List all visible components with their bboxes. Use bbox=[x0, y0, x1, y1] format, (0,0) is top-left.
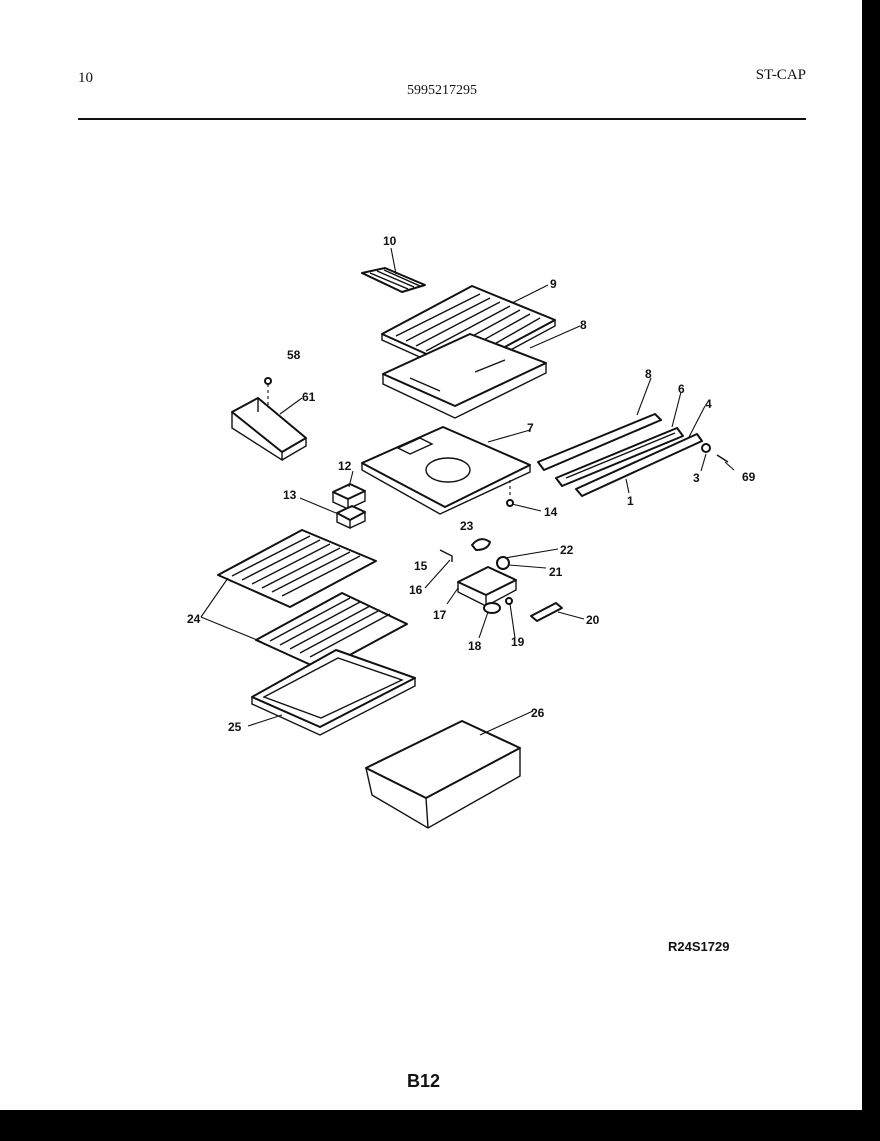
part-24-shelf-upper bbox=[217, 529, 377, 608]
part-10-grille bbox=[361, 267, 426, 293]
part-18-washer bbox=[483, 602, 501, 614]
callout-61: 61 bbox=[302, 390, 316, 404]
part-8-rail bbox=[537, 413, 662, 471]
callout-16: 16 bbox=[409, 583, 423, 597]
callout-12: 12 bbox=[338, 459, 352, 473]
callout-10: 10 bbox=[383, 234, 397, 248]
header-rule bbox=[78, 118, 806, 120]
part-21-dial bbox=[496, 556, 510, 570]
part-58-screw bbox=[264, 377, 272, 385]
page-label: B12 bbox=[407, 1071, 441, 1091]
callout-labels: 10 9 8 58 61 8 6 4 7 12 13 3 69 1 14 23 … bbox=[187, 234, 756, 734]
part-69-clip bbox=[716, 454, 729, 463]
part-61-bracket bbox=[231, 397, 307, 462]
part-19-screw bbox=[505, 597, 513, 605]
callout-26: 26 bbox=[531, 706, 545, 720]
callout-69: 69 bbox=[742, 470, 756, 484]
section-code: ST-CAP bbox=[755, 67, 806, 83]
callout-19: 19 bbox=[511, 635, 525, 649]
part-8-tray bbox=[382, 333, 547, 419]
callout-9: 9 bbox=[550, 277, 557, 291]
callout-22: 22 bbox=[560, 543, 574, 557]
callout-25: 25 bbox=[228, 720, 242, 734]
part-14-pin bbox=[506, 499, 514, 507]
callout-17: 17 bbox=[433, 608, 447, 622]
callout-13: 13 bbox=[283, 488, 297, 502]
part-6-rail bbox=[555, 427, 684, 487]
part-12-block bbox=[332, 483, 366, 511]
callout-7: 7 bbox=[527, 421, 534, 435]
part-26-crisper bbox=[365, 720, 521, 829]
part-13-block bbox=[336, 505, 366, 530]
callout-14: 14 bbox=[544, 505, 558, 519]
callout-8-upper: 8 bbox=[580, 318, 587, 332]
callout-6: 6 bbox=[678, 382, 685, 396]
callout-23: 23 bbox=[460, 519, 474, 533]
part-20-lamp bbox=[530, 602, 563, 622]
callout-3: 3 bbox=[693, 471, 700, 485]
page-number: 10 bbox=[78, 70, 93, 86]
part-4-rail bbox=[575, 433, 703, 497]
part-15-wire bbox=[439, 549, 453, 562]
part-25-glass-shelf bbox=[251, 649, 416, 736]
exploded-parts-diagram: 10 9 8 58 61 8 6 4 7 12 13 3 69 1 14 23 … bbox=[187, 234, 756, 829]
leader-lines bbox=[200, 247, 735, 736]
reference-code: R24S1729 bbox=[668, 939, 730, 954]
callout-4: 4 bbox=[705, 397, 712, 411]
callout-58: 58 bbox=[287, 348, 301, 362]
part-24-shelf-lower bbox=[255, 592, 408, 671]
part-23-knob bbox=[471, 538, 491, 551]
callout-18: 18 bbox=[468, 639, 482, 653]
callout-8-rail: 8 bbox=[645, 367, 652, 381]
part-17-housing bbox=[457, 566, 517, 608]
part-3-screw bbox=[701, 443, 711, 453]
model-number: 5995217295 bbox=[407, 83, 477, 98]
callout-24: 24 bbox=[187, 612, 201, 626]
callout-21: 21 bbox=[549, 565, 563, 579]
diagram-sheet: 10 5995217295 ST-CAP bbox=[0, 0, 862, 1110]
callout-1: 1 bbox=[627, 494, 634, 508]
callout-20: 20 bbox=[586, 613, 600, 627]
callout-15: 15 bbox=[414, 559, 428, 573]
part-7-panel bbox=[361, 426, 531, 515]
